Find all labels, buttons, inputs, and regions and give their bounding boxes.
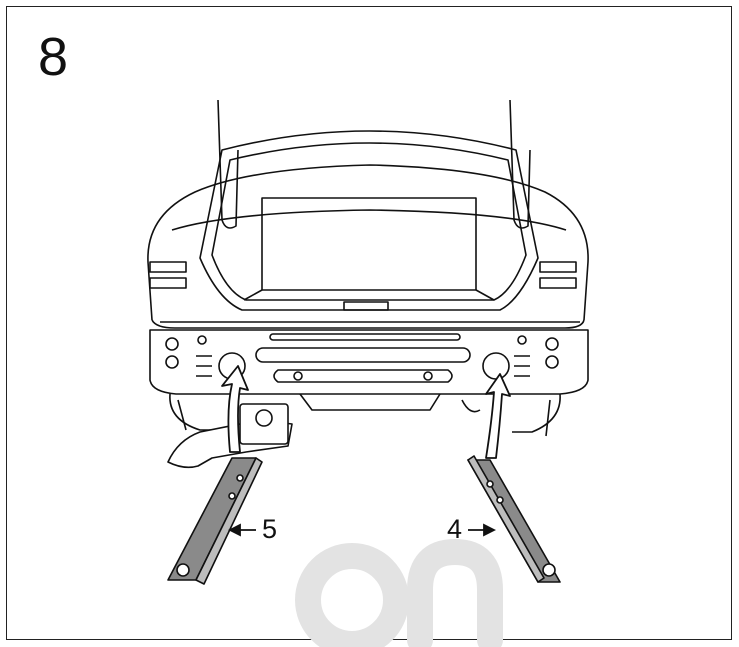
car-rear-body [147, 99, 589, 437]
instruction-frame [6, 6, 732, 640]
callout-arrow-4 [468, 523, 497, 537]
step-number: 8 [38, 27, 69, 87]
bracket-part-4 [467, 455, 561, 583]
watermark [295, 538, 503, 647]
insert-arrow-right [485, 373, 511, 459]
bracket-part-5 [167, 457, 263, 585]
callout-part-5: 5 [262, 514, 278, 544]
insert-arrow-left [221, 365, 249, 453]
callout-arrow-5 [227, 523, 256, 537]
callout-part-4: 4 [447, 514, 463, 544]
